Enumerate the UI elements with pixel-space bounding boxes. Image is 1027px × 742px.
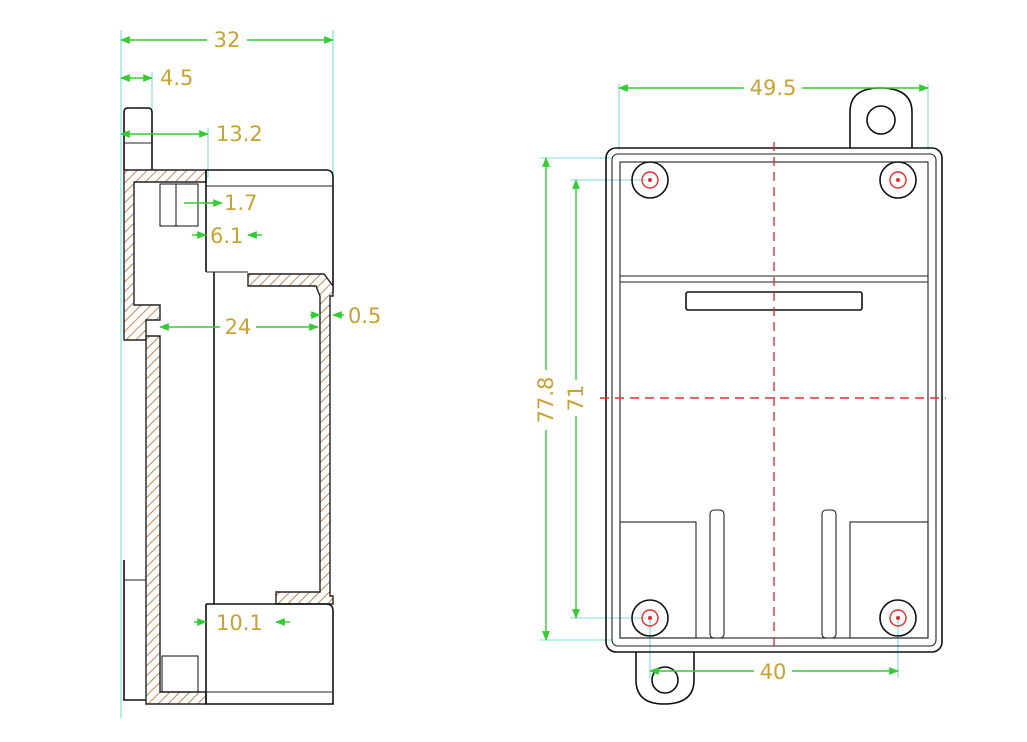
label-bg xyxy=(563,380,589,416)
latch-block xyxy=(159,183,199,227)
dim-label-32: 32 xyxy=(214,28,241,52)
mount-hole-bottom xyxy=(651,666,679,694)
dim-label-77-8: 77.8 xyxy=(534,377,558,424)
dim-label-6-1: 6.1 xyxy=(210,224,243,248)
dim-label-10-1: 10.1 xyxy=(216,611,263,635)
housing-top xyxy=(206,169,334,292)
dim-label-1-7: 1.7 xyxy=(224,191,257,215)
label-bg xyxy=(754,659,792,684)
bottom-latch xyxy=(161,655,199,693)
mount-tab-top xyxy=(123,107,153,170)
side-view: 32 4.5 13.2 1.7 6.1 24 0.5 10.1 xyxy=(120,27,381,718)
terminal-block-left xyxy=(619,521,697,639)
front-view: 49.5 77.8 71 40 xyxy=(533,75,946,705)
rib-right xyxy=(821,509,837,639)
dim-label-40: 40 xyxy=(760,660,787,684)
label-bg xyxy=(744,75,802,101)
mount-ear-bottom xyxy=(635,652,695,705)
body-wall-hatched xyxy=(123,169,207,341)
screw-hole xyxy=(879,599,917,637)
dim-label-13-2: 13.2 xyxy=(216,122,263,146)
mount-hole-top xyxy=(866,105,896,135)
dim-label-0-5: 0.5 xyxy=(348,304,381,328)
rear-wall-hatched xyxy=(145,335,207,705)
mount-ear-top xyxy=(849,87,913,148)
screw-hole xyxy=(631,161,669,199)
terminal-block-right xyxy=(849,521,929,639)
mount-tab-bottom xyxy=(123,560,146,701)
label-bg xyxy=(207,27,247,53)
dim-label-24: 24 xyxy=(225,315,252,339)
label-bg xyxy=(220,315,256,339)
dim-label-4-5: 4.5 xyxy=(160,66,193,90)
dim-label-49-5: 49.5 xyxy=(750,76,797,100)
rib-left xyxy=(709,509,725,639)
label-bg xyxy=(533,370,559,430)
screw-hole xyxy=(879,161,917,199)
dim-label-71: 71 xyxy=(564,385,588,412)
channel-wall-hatched xyxy=(247,273,334,605)
screw-hole xyxy=(631,599,669,637)
housing-bottom xyxy=(206,603,334,705)
